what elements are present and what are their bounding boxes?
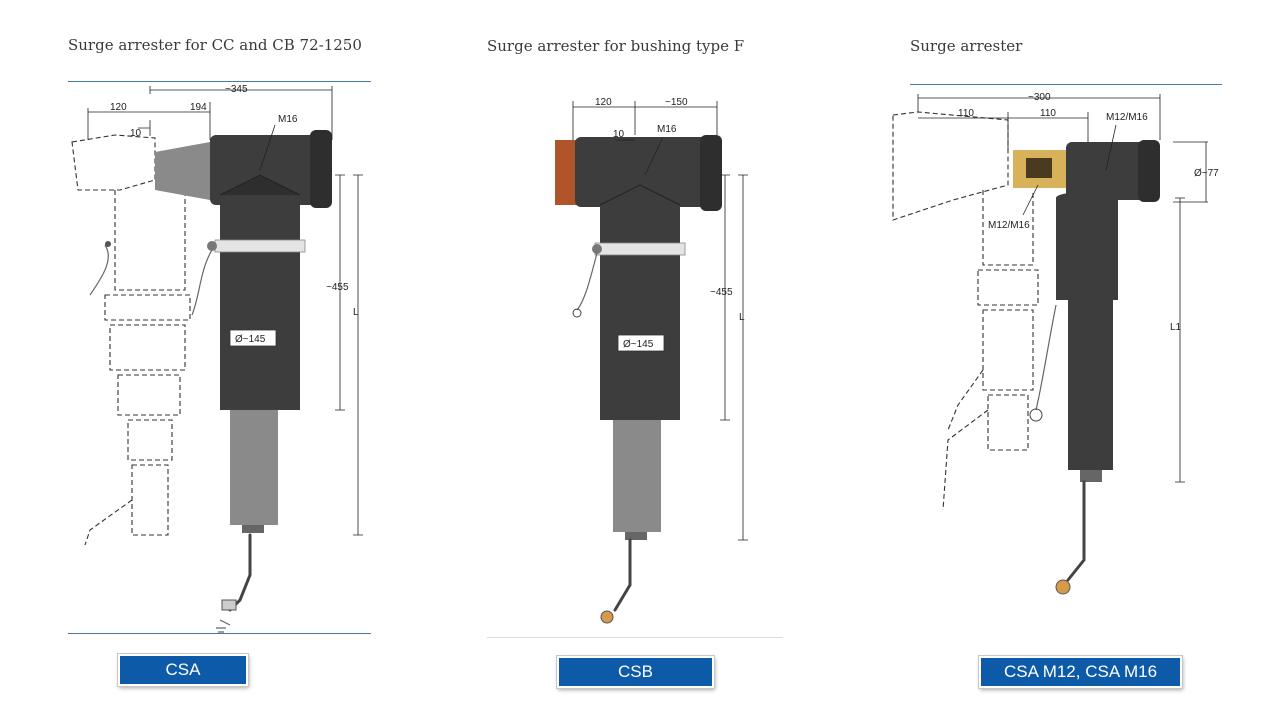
panel-2-dim-length: L <box>739 312 745 323</box>
panel-2-drawing: 120 ~150 10 M16 ~455 L Ø~145 <box>555 97 748 624</box>
panel-1-title: Surge arrester for CC and CB 72-1250 <box>68 36 362 54</box>
panel-3-dim-thread2: M12/M16 <box>988 220 1030 231</box>
panel-3-dim-length: L1 <box>1170 322 1182 333</box>
panel-1-dim-diameter: Ø~145 <box>235 334 266 345</box>
panel-1-dimensions <box>87 86 363 536</box>
panel-1-dim-c: 10 <box>130 128 142 139</box>
panel-1-top-rule <box>68 81 371 82</box>
panel-2-dim-diameter: Ø~145 <box>623 339 654 350</box>
panel-3-dim-b: 110 <box>1040 108 1056 119</box>
panel-3-dim-thread: M12/M16 <box>1106 112 1148 123</box>
panel-2-title: Surge arrester for bushing type F <box>487 37 745 55</box>
panel-1-dim-a: 120 <box>110 102 127 113</box>
panel-2-badge: CSB <box>556 655 715 689</box>
panel-2-arrester-body <box>555 135 722 624</box>
panel-1-badge: CSA <box>117 653 249 687</box>
panel-3-dim-diameter: Ø~77 <box>1194 168 1219 179</box>
panel-3-dim-a: 110 <box>958 108 974 119</box>
panel-1-dashed-bushing <box>71 134 191 546</box>
panel-3-top-rule <box>910 84 1222 85</box>
panel-3-arrester-body <box>1013 140 1160 595</box>
panel-1-dim-b: 194 <box>190 102 207 113</box>
panel-3-badge: CSA M12, CSA M16 <box>978 655 1183 689</box>
panel-2-dim-c: 10 <box>613 129 625 140</box>
panel-1-dim-height: ~455 <box>326 282 349 293</box>
panel-3-dim-overall: ~300 <box>1028 92 1051 103</box>
panel-1-bottom-rule <box>68 633 371 634</box>
panel-1-arrester-body <box>155 130 332 633</box>
panel-1-dim-thread: M16 <box>278 114 298 125</box>
panel-3-drawing: ~300 110 110 M12/M16 M12/M16 Ø~77 L1 <box>892 92 1219 595</box>
panel-2-dimensions <box>572 101 748 541</box>
panel-2-dim-b: ~150 <box>665 97 688 108</box>
panel-3-dimensions <box>917 94 1208 483</box>
panel-1-drawing: ~345 120 194 10 M16 ~455 L Ø~145 <box>71 84 363 633</box>
panel-2-dim-thread: M16 <box>657 124 677 135</box>
panel-1-dim-length: L <box>353 307 359 318</box>
panel-2-dim-a: 120 <box>595 97 612 108</box>
panel-2-dim-height: ~455 <box>710 287 733 298</box>
panel-2-bottom-rule <box>487 637 783 638</box>
panel-1-dim-overall: ~345 <box>225 84 248 95</box>
panel-3-title: Surge arrester <box>910 37 1023 55</box>
